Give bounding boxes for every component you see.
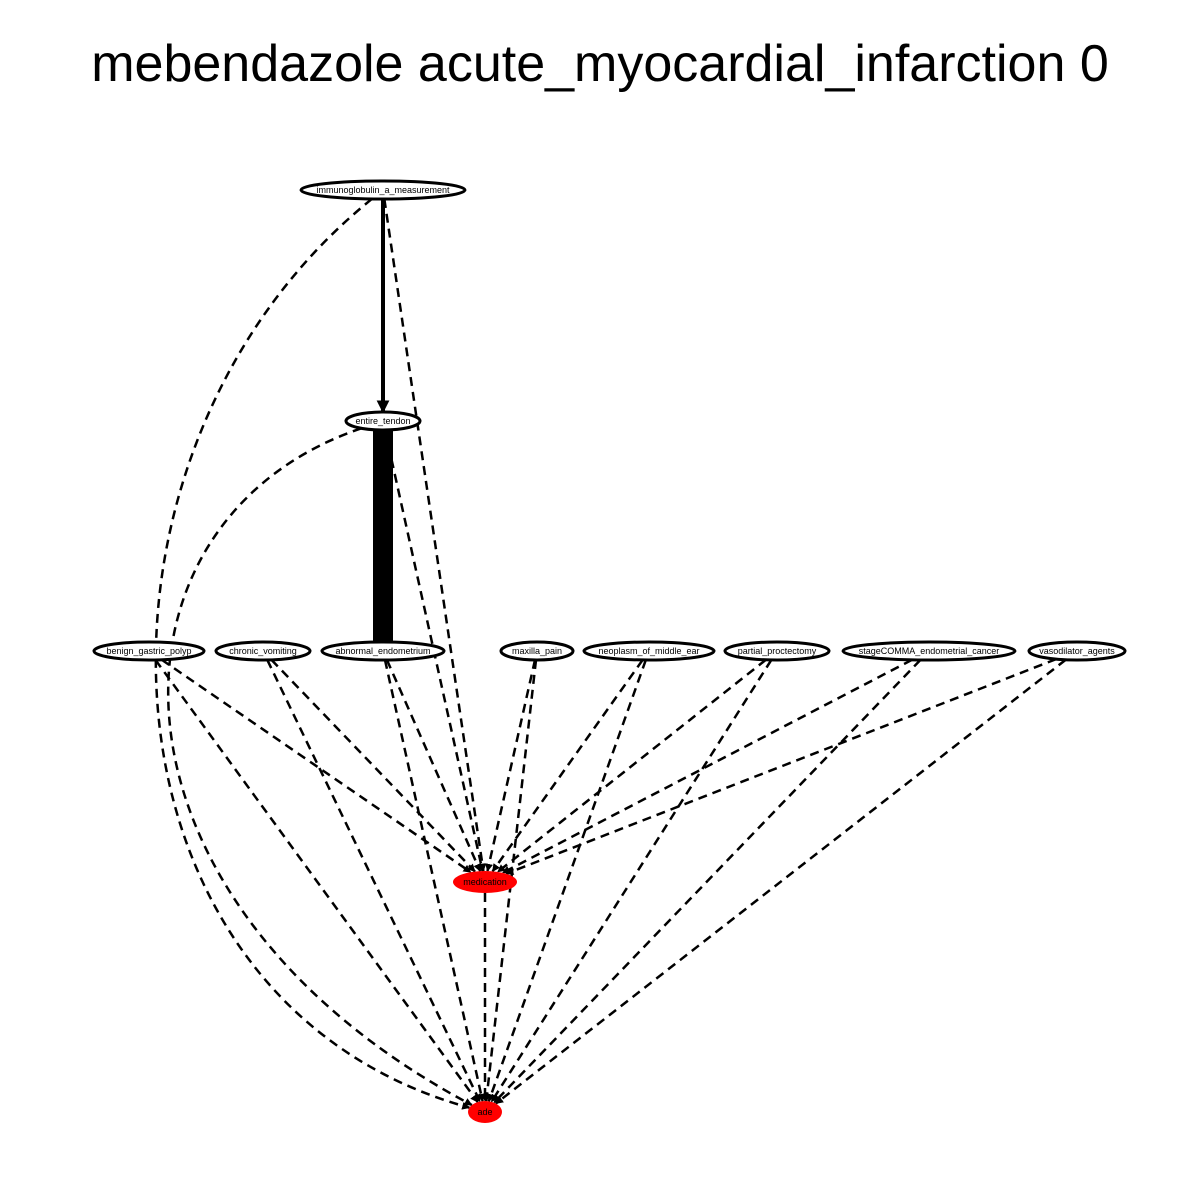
node-label: abnormal_endometrium (335, 646, 430, 656)
node-shape (468, 1101, 502, 1123)
edge-stageCOMMA_endometrial_cancer-to-ade (493, 659, 922, 1104)
node-chronic_vomiting[interactable]: chronic_vomiting (214, 640, 312, 662)
edge-immunoglobulin_a_measurement-to-medication (383, 198, 487, 872)
node-stageCOMMA_endometrial_cancer[interactable]: stageCOMMA_endometrial_cancer (841, 640, 1017, 662)
edge-benign_gastric_polyp-to-medication (161, 658, 472, 874)
node-shape (344, 410, 422, 432)
edge-neoplasm_of_middle_ear-to-ade (487, 659, 647, 1103)
edges-layer (154, 197, 1067, 1110)
node-shape (841, 640, 1017, 662)
node-shape (299, 179, 467, 201)
node-shape (214, 640, 312, 662)
node-shape (723, 640, 831, 662)
edge-partial_proctectomy-to-medication (496, 658, 767, 873)
node-shape (453, 871, 517, 893)
edge-abnormal_endometrium-to-ade (383, 659, 485, 1102)
edge-benign_gastric_polyp-to-ade (154, 659, 479, 1103)
node-shape (499, 640, 575, 662)
node-neoplasm_of_middle_ear[interactable]: neoplasm_of_middle_ear (582, 640, 716, 662)
node-shape (582, 640, 716, 662)
edge-neoplasm_of_middle_ear-to-medication (491, 659, 644, 873)
edge-abnormal_endometrium-to-medication (385, 659, 482, 872)
node-label: neoplasm_of_middle_ear (598, 646, 699, 656)
nodes-layer: immunoglobulin_a_measurement entire_tendo… (92, 179, 1127, 1123)
node-label: partial_proctectomy (738, 646, 817, 656)
edge-chronic_vomiting-to-medication (270, 658, 476, 873)
node-medication[interactable]: medication (453, 871, 517, 893)
node-label: chronic_vomiting (229, 646, 297, 656)
node-ade[interactable]: ade (468, 1101, 502, 1123)
node-label: maxilla_pain (512, 646, 562, 656)
node-entire_tendon[interactable]: entire_tendon (344, 410, 422, 432)
node-shape (1027, 640, 1127, 662)
node-immunoglobulin_a_measurement[interactable]: immunoglobulin_a_measurement (299, 179, 467, 201)
edge-immunoglobulin_a_measurement-to-ade (154, 197, 471, 1110)
diagram-title: mebendazole acute_myocardial_infarction … (91, 35, 1109, 93)
edge-vasodilator_agents-to-ade (495, 658, 1067, 1105)
node-label: medication (463, 877, 507, 887)
node-partial_proctectomy[interactable]: partial_proctectomy (723, 640, 831, 662)
node-maxilla_pain[interactable]: maxilla_pain (499, 640, 575, 662)
node-benign_gastric_polyp[interactable]: benign_gastric_polyp (92, 640, 206, 662)
node-shape (92, 640, 206, 662)
node-label: vasodilator_agents (1039, 646, 1115, 656)
node-abnormal_endometrium[interactable]: abnormal_endometrium (320, 640, 446, 662)
node-label: entire_tendon (355, 416, 410, 426)
edge-vasodilator_agents-to-medication (505, 657, 1057, 875)
edge-stageCOMMA_endometrial_cancer-to-medication (501, 658, 913, 874)
node-vasodilator_agents[interactable]: vasodilator_agents (1027, 640, 1127, 662)
node-shape (320, 640, 446, 662)
edge-entire_tendon-to-ade (167, 427, 473, 1107)
edge-maxilla_pain-to-medication (485, 659, 537, 872)
node-label: stageCOMMA_endometrial_cancer (859, 646, 1000, 656)
node-label: immunoglobulin_a_measurement (316, 185, 450, 195)
edge-chronic_vomiting-to-ade (266, 659, 482, 1103)
node-label: benign_gastric_polyp (106, 646, 191, 656)
node-label: ade (477, 1107, 492, 1117)
edge-partial_proctectomy-to-ade (490, 659, 773, 1103)
